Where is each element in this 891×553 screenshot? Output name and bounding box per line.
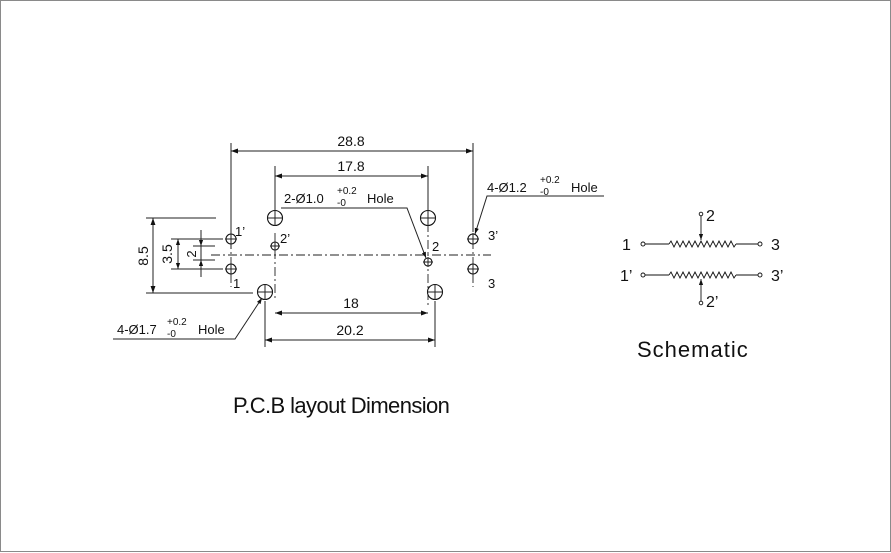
callout-1-0-suffix: Hole <box>367 191 394 206</box>
callout-1-0-prefix: 2-Ø1.0 <box>284 191 324 206</box>
mounting-holes <box>256 209 444 301</box>
pin-hole-1 <box>225 263 237 275</box>
dimension-18: 18 <box>275 295 428 316</box>
dimension-2: 2 <box>184 230 204 277</box>
dimension-8-5: 8.5 <box>135 218 156 293</box>
dimension-17-8: 17.8 <box>275 158 428 179</box>
schematic-title: Schematic <box>637 337 749 362</box>
callout-hole-1-2: 4-Ø1.2 +0.2 -0 Hole <box>474 175 604 235</box>
center-lines <box>211 206 491 307</box>
pin-hole-2 <box>423 257 433 267</box>
callout-1-2-tol-lower: -0 <box>540 187 549 198</box>
dim-label-20-2: 20.2 <box>336 322 363 338</box>
pin-hole-3-prime <box>467 233 479 245</box>
svg-text:2-Ø1.0: 2-Ø1.0 <box>284 191 324 206</box>
dimension-3-5: 3.5 <box>159 239 181 269</box>
pin-label-1: 1 <box>233 276 240 291</box>
dim-label-18: 18 <box>343 295 359 311</box>
pin-hole-2-prime <box>270 241 280 251</box>
schematic: 1 3 2 1’ 3’ 2’ Schematic <box>620 208 783 362</box>
callout-hole-1-0: 2-Ø1.0 +0.2 -0 Hole <box>281 186 427 259</box>
pin-label-2: 2 <box>432 239 439 254</box>
schematic-bottom-left-label: 1’ <box>620 268 632 285</box>
mounting-hole <box>256 283 274 301</box>
schematic-top-wiper-label: 2 <box>706 208 715 225</box>
schematic-top-right-label: 3 <box>771 237 780 254</box>
schematic-top-left-label: 1 <box>622 237 631 254</box>
dim-label-3-5: 3.5 <box>159 244 175 264</box>
pin-label-3: 3 <box>488 276 495 291</box>
dim-label-2: 2 <box>184 250 199 257</box>
pin-label-3-prime: 3’ <box>488 228 498 243</box>
extension-lines <box>146 143 474 347</box>
mounting-hole <box>266 209 284 227</box>
callout-1-2-suffix: Hole <box>571 180 598 195</box>
dimension-20-2: 20.2 <box>265 322 435 343</box>
pin-hole-1-prime <box>225 233 237 245</box>
pcb-layout-caption: P.C.B layout Dimension <box>233 393 449 418</box>
callout-1-7-tol-upper: +0.2 <box>167 317 187 328</box>
callout-1-7-suffix: Hole <box>198 322 225 337</box>
pin-hole-3 <box>467 263 479 275</box>
mounting-hole <box>426 283 444 301</box>
pin-label-2-prime: 2’ <box>280 231 290 246</box>
callout-hole-1-7: 4-Ø1.7 +0.2 -0 Hole <box>113 297 263 340</box>
callout-1-2-tol-upper: +0.2 <box>540 175 560 186</box>
potentiometer-top: 1 3 2 <box>622 208 780 254</box>
dim-label-28-8: 28.8 <box>337 133 364 149</box>
callout-1-7-tol-lower: -0 <box>167 329 176 340</box>
potentiometer-bottom: 1’ 3’ 2’ <box>620 268 783 311</box>
pin-label-1-prime: 1’ <box>235 224 245 239</box>
terminal-holes <box>225 233 479 275</box>
schematic-bottom-right-label: 3’ <box>771 268 783 285</box>
schematic-bottom-wiper-label: 2’ <box>706 294 718 311</box>
callout-1-2-prefix: 4-Ø1.2 <box>487 180 527 195</box>
dimension-28-8: 28.8 <box>231 133 473 154</box>
callout-1-7-prefix: 4-Ø1.7 <box>117 322 157 337</box>
dim-label-8-5: 8.5 <box>135 246 151 266</box>
mounting-hole <box>419 209 437 227</box>
callout-1-0-tol-lower: -0 <box>337 198 346 209</box>
callout-1-0-tol-upper: +0.2 <box>337 186 357 197</box>
pin-labels: 1’ 1 2’ 2 3’ 3 <box>233 224 498 291</box>
dim-label-17-8: 17.8 <box>337 158 364 174</box>
